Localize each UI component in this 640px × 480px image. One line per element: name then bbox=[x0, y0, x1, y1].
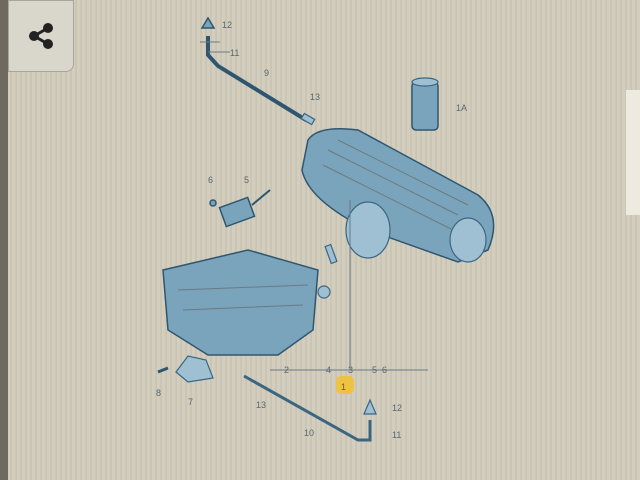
side-panel-edge bbox=[626, 90, 640, 215]
label-11-bottom[interactable]: 11 bbox=[392, 430, 401, 440]
supercharger-part[interactable] bbox=[301, 128, 495, 263]
bracket-part[interactable] bbox=[157, 355, 214, 383]
sensor-part[interactable] bbox=[209, 189, 271, 228]
label-4[interactable]: 4 bbox=[326, 365, 331, 375]
label-1-highlighted[interactable]: 1 bbox=[341, 382, 346, 392]
filter-part[interactable] bbox=[411, 77, 439, 131]
label-6-top[interactable]: 6 bbox=[208, 175, 213, 185]
label-5[interactable]: 5 bbox=[372, 365, 377, 375]
label-8[interactable]: 8 bbox=[156, 388, 161, 398]
label-10[interactable]: 10 bbox=[304, 428, 314, 438]
screen: 12 11 9 13 1A 6 5 2 4 3 5 6 1 8 7 13 10 … bbox=[8, 0, 640, 480]
parts-diagram: 12 11 9 13 1A 6 5 2 4 3 5 6 1 8 7 13 10 … bbox=[156, 16, 495, 442]
label-2[interactable]: 2 bbox=[284, 365, 289, 375]
housing-part[interactable] bbox=[162, 243, 338, 356]
label-6[interactable]: 6 bbox=[382, 365, 387, 375]
label-12-bottom[interactable]: 12 bbox=[392, 403, 402, 413]
label-9[interactable]: 9 bbox=[264, 68, 269, 78]
label-13-bottom[interactable]: 13 bbox=[256, 400, 266, 410]
share-icon bbox=[29, 23, 53, 49]
highlighted-callout[interactable] bbox=[336, 376, 354, 394]
label-1a[interactable]: 1A bbox=[456, 103, 467, 113]
label-5-top[interactable]: 5 bbox=[244, 175, 249, 185]
label-12-top[interactable]: 12 bbox=[222, 20, 232, 30]
label-7[interactable]: 7 bbox=[188, 397, 193, 407]
bottom-hose-assembly[interactable] bbox=[243, 374, 377, 442]
label-3[interactable]: 3 bbox=[348, 365, 353, 375]
share-button[interactable] bbox=[8, 0, 74, 72]
label-13-top[interactable]: 13 bbox=[310, 92, 320, 102]
top-hose-assembly[interactable] bbox=[200, 16, 316, 126]
label-11-top[interactable]: 11 bbox=[230, 48, 239, 58]
